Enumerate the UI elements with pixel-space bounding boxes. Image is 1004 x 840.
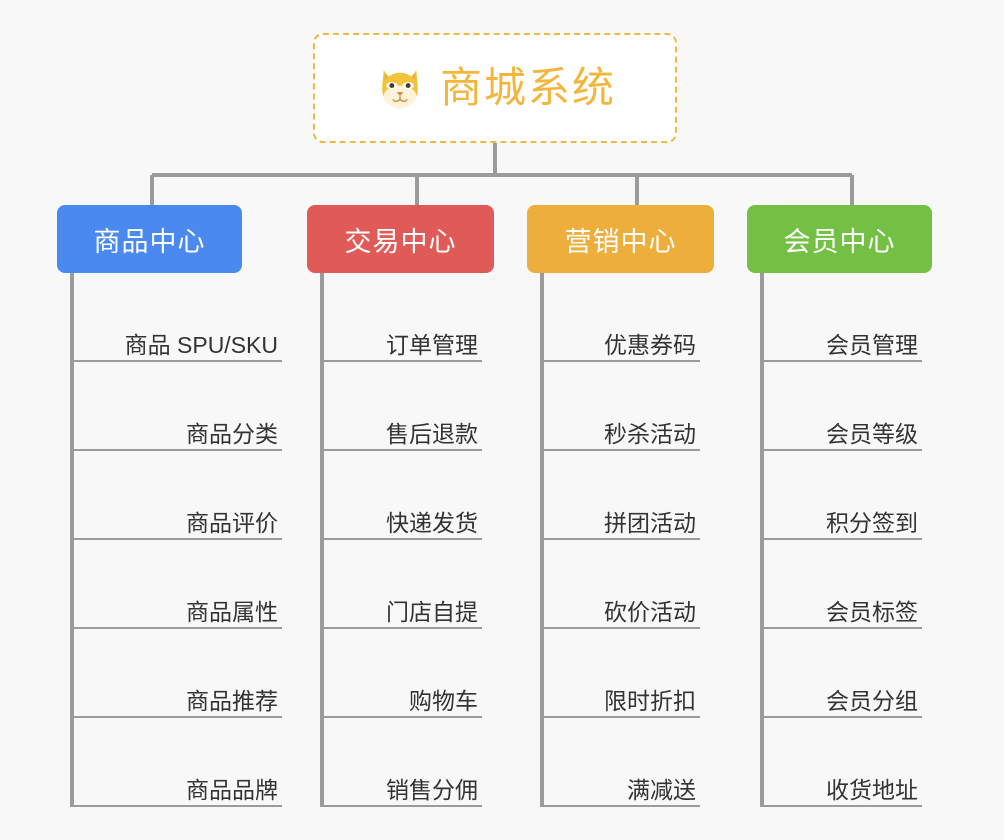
leaf-item[interactable]: 优惠券码 (542, 316, 700, 362)
category-label: 交易中心 (344, 226, 457, 257)
category-label: 营销中心 (564, 226, 677, 257)
leaf-item-label: 收货地址 (826, 776, 918, 803)
leaf-item-label: 商品属性 (186, 598, 278, 625)
leaf-item-label: 砍价活动 (604, 598, 696, 625)
leaf-item-label: 订单管理 (386, 331, 478, 358)
leaf-item-label: 销售分佣 (386, 776, 478, 803)
leaf-item[interactable]: 快递发货 (322, 494, 482, 540)
leaf-item[interactable]: 订单管理 (322, 316, 482, 362)
leaf-item[interactable]: 砍价活动 (542, 583, 700, 629)
leaf-item-label: 售后退款 (386, 420, 478, 447)
leaf-item-label: 商品评价 (186, 509, 278, 536)
leaf-item[interactable]: 销售分佣 (322, 761, 482, 807)
leaf-item[interactable]: 拼团活动 (542, 494, 700, 540)
leaf-item[interactable]: 会员管理 (762, 316, 922, 362)
leaf-item[interactable]: 收货地址 (762, 761, 922, 807)
leaf-item-label: 秒杀活动 (604, 420, 696, 447)
category-box-3[interactable]: 营销中心 (527, 205, 714, 273)
leaf-item-label: 商品 SPU/SKU (124, 331, 278, 358)
leaf-item-label: 会员等级 (826, 420, 918, 447)
leaf-item-label: 购物车 (409, 687, 478, 714)
leaf-item-label: 限时折扣 (604, 687, 696, 714)
leaf-item[interactable]: 会员分组 (762, 672, 922, 718)
category-label: 商品中心 (93, 226, 206, 257)
leaf-item[interactable]: 商品 SPU/SKU (72, 316, 282, 362)
leaf-item-label: 满减送 (627, 776, 696, 803)
shiba-dog-icon (374, 62, 426, 114)
leaf-item-label: 门店自提 (386, 598, 478, 625)
leaf-item-label: 商品推荐 (186, 687, 278, 714)
leaf-item-label: 拼团活动 (604, 509, 696, 536)
leaf-item[interactable]: 会员标签 (762, 583, 922, 629)
leaf-item[interactable]: 购物车 (322, 672, 482, 718)
leaf-item[interactable]: 门店自提 (322, 583, 482, 629)
leaf-item-label: 会员标签 (826, 598, 918, 625)
leaf-item-label: 会员管理 (826, 331, 918, 358)
category-box-2[interactable]: 交易中心 (307, 205, 494, 273)
leaf-item[interactable]: 商品分类 (72, 405, 282, 451)
category-box-4[interactable]: 会员中心 (747, 205, 932, 273)
root-node[interactable]: 商城系统 (313, 33, 677, 143)
leaf-item[interactable]: 会员等级 (762, 405, 922, 451)
leaf-item[interactable]: 商品品牌 (72, 761, 282, 807)
leaf-item[interactable]: 商品推荐 (72, 672, 282, 718)
leaf-item[interactable]: 商品评价 (72, 494, 282, 540)
leaf-item-label: 优惠券码 (604, 331, 696, 358)
root-title: 商城系统 (439, 64, 616, 111)
leaf-item-label: 商品分类 (186, 420, 278, 447)
leaf-item-label: 商品品牌 (186, 776, 278, 803)
leaf-item[interactable]: 积分签到 (762, 494, 922, 540)
leaf-item-label: 积分签到 (826, 509, 918, 536)
leaf-item[interactable]: 秒杀活动 (542, 405, 700, 451)
leaf-item[interactable]: 售后退款 (322, 405, 482, 451)
leaf-item-label: 快递发货 (386, 509, 478, 536)
leaf-item-label: 会员分组 (826, 687, 918, 714)
category-label: 会员中心 (783, 226, 896, 257)
leaf-item[interactable]: 限时折扣 (542, 672, 700, 718)
category-box-1[interactable]: 商品中心 (57, 205, 242, 273)
leaf-item[interactable]: 满减送 (542, 761, 700, 807)
leaf-item[interactable]: 商品属性 (72, 583, 282, 629)
